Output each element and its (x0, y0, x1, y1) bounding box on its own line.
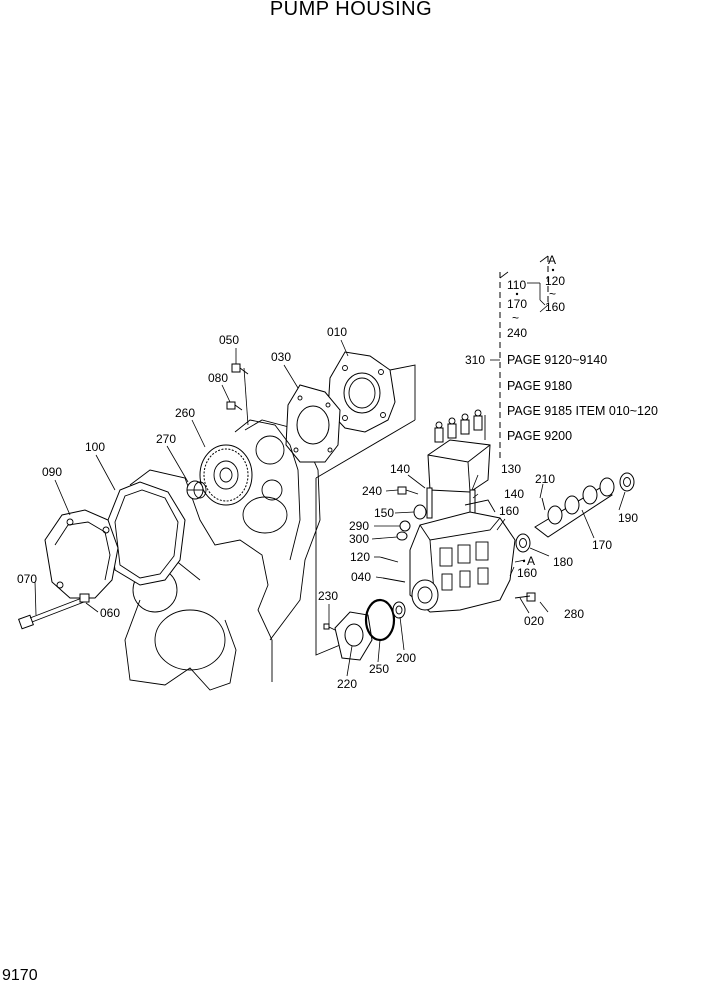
reference-page-9180: PAGE 9180 (507, 379, 572, 393)
callout-040: 040 (351, 570, 371, 584)
part-010-flange-plate (327, 351, 396, 433)
part-090-gear-cover (44, 509, 119, 599)
pump-housing-block (409, 499, 516, 613)
callout-A: A (527, 554, 535, 568)
callout-210: 210 (535, 472, 555, 486)
callout-020: 020 (524, 614, 544, 628)
bracket-160: 160 (545, 300, 565, 314)
reference-page-9185: PAGE 9185 ITEM 010~120 (507, 404, 658, 418)
callout-310: 310 (465, 353, 485, 367)
bracket-tilde-2: ~ (512, 311, 519, 325)
part-220-flange (334, 611, 373, 661)
callout-230: 230 (318, 589, 338, 603)
part-120-pin (379, 556, 399, 563)
page-title: PUMP HOUSING (269, 0, 433, 20)
part-280-bolt (526, 592, 536, 602)
bracket-240: 240 (507, 326, 527, 340)
callout-280: 280 (564, 607, 584, 621)
part-020-bolt (514, 595, 531, 599)
leader-lines (34, 339, 626, 677)
part-050-bolt (231, 363, 249, 375)
part-310-injection-pump (427, 409, 491, 493)
callout-150: 150 (374, 506, 394, 520)
callout-300: 300 (349, 532, 369, 546)
callout-270: 270 (156, 432, 176, 446)
part-270-hub (186, 480, 207, 500)
part-060-washer (79, 593, 90, 603)
reference-page-9120: PAGE 9120~9140 (507, 353, 607, 367)
callout-260: 260 (175, 406, 195, 420)
callout-290: 290 (349, 519, 369, 533)
part-030-gasket (285, 384, 341, 463)
part-210-key (541, 497, 546, 511)
part-240-bolt (397, 486, 419, 495)
callout-200: 200 (396, 651, 416, 665)
part-180-bearing (515, 533, 531, 553)
callout-170: 170 (592, 538, 612, 552)
bracket-A: A (548, 253, 556, 267)
callout-030: 030 (271, 350, 291, 364)
page-number: 9170 (2, 967, 38, 984)
engine-front-plate (234, 419, 301, 561)
callout-120: 120 (350, 550, 370, 564)
callout-060: 060 (100, 606, 120, 620)
part-100-cover-gasket (107, 481, 186, 586)
part-250-o-ring (364, 598, 396, 642)
callout-180: 180 (553, 555, 573, 569)
part-300-washer (396, 531, 408, 541)
part-190-bearing (619, 472, 635, 492)
callout-140-b: 140 (504, 487, 524, 501)
bracket-group-labels: A 120 ~ 160 110 170 ~ 240 (507, 253, 565, 340)
callout-160-a: 160 (499, 504, 519, 518)
reference-bracket (490, 255, 555, 563)
part-040-bolt (382, 577, 406, 583)
callout-240: 240 (362, 484, 382, 498)
bracket-110: 110 (507, 278, 526, 292)
callout-160-b: 160 (517, 566, 537, 580)
callout-130: 130 (501, 462, 521, 476)
callout-100: 100 (85, 440, 105, 454)
engine-block-outline (124, 419, 321, 691)
callout-190: 190 (618, 511, 638, 525)
bracket-120: 120 (545, 274, 565, 288)
part-080-bolt (226, 401, 243, 411)
bracket-tilde-1: ~ (549, 287, 556, 301)
assembly-boundary (315, 364, 416, 656)
callout-090: 090 (42, 465, 62, 479)
callout-070: 070 (17, 572, 37, 586)
part-260-drive-gear (199, 444, 253, 506)
callout-250: 250 (369, 662, 389, 676)
callout-050: 050 (219, 333, 239, 347)
bracket-170: 170 (507, 297, 527, 311)
part-230-screw (323, 623, 336, 631)
callout-220: 220 (337, 677, 357, 691)
part-150-plug (413, 504, 427, 520)
part-200-seal (392, 601, 406, 619)
callout-080: 080 (208, 371, 228, 385)
reference-page-9200: PAGE 9200 (507, 429, 572, 443)
part-290-nut (399, 520, 411, 532)
callout-labels: 010 050 030 080 260 270 100 090 070 060 … (17, 325, 638, 691)
page-references: PAGE 9120~9140 PAGE 9180 PAGE 9185 ITEM … (507, 353, 658, 443)
callout-140-a: 140 (390, 462, 410, 476)
callout-010: 010 (327, 325, 347, 339)
part-070-long-bolt (18, 597, 85, 630)
part-170-camshaft (534, 477, 615, 538)
